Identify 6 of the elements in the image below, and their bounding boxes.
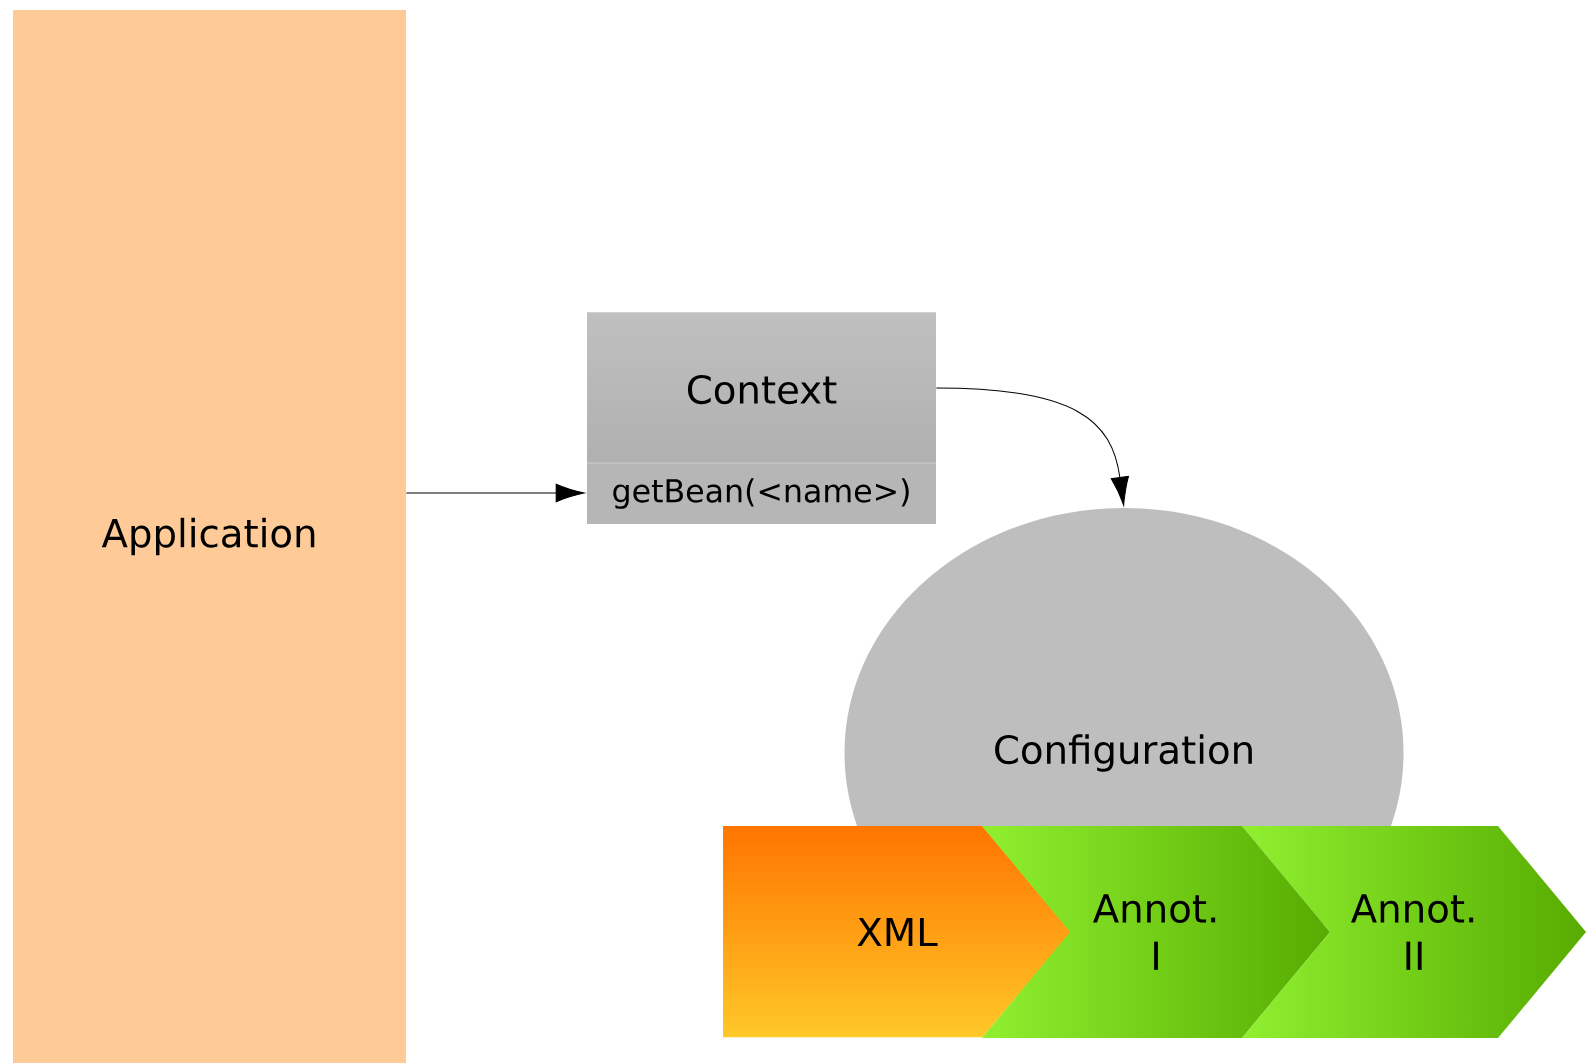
node-label: Context [687, 374, 837, 405]
chevron-arrow: XML [857, 917, 938, 947]
node-label: getBean(<name>) [613, 478, 909, 509]
arrow [405, 483, 585, 503]
application-box: Application [13, 10, 406, 1063]
arrow [935, 387, 1129, 506]
